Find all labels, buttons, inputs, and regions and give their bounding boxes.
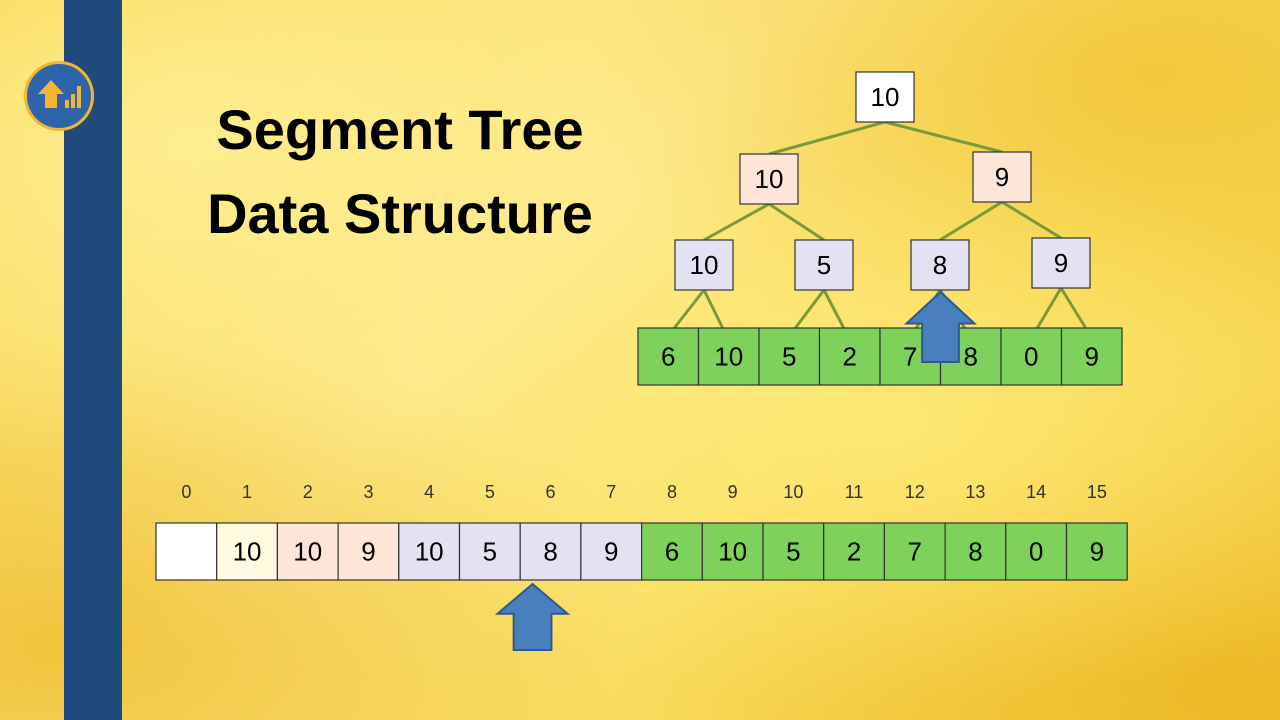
tree-leaf: [697, 327, 760, 386]
tree-leaf-label: 0: [1024, 342, 1038, 372]
tree-node-level1-label: 9: [995, 162, 1009, 192]
tree-node-level1: [739, 153, 799, 205]
tree-edge: [768, 202, 825, 242]
tree-node-level2-label: 10: [690, 250, 719, 280]
tree-leaf: [758, 327, 821, 386]
array-cell: [216, 522, 278, 581]
tree-leaf-label: 6: [661, 342, 675, 372]
tree-leaf: [818, 327, 881, 386]
arrow-up-bars-icon: [38, 80, 81, 108]
array-cell-label: 9: [604, 537, 618, 567]
tree-node-level2-label: 9: [1054, 248, 1068, 278]
tree-edge: [768, 120, 886, 156]
tree-edge: [939, 200, 1003, 242]
array-index-label: 15: [1087, 482, 1107, 502]
tree-node-level2-label: 8: [933, 250, 947, 280]
tree-leaf-label: 8: [964, 342, 978, 372]
array-cells: 10 10 9 10 5 8 9 6 10 5 2 7 8 0 9: [155, 522, 1128, 581]
tree-edge: [884, 120, 1003, 154]
tree-node-level1: [972, 151, 1032, 203]
array-cell-label: 10: [718, 537, 747, 567]
array-index-label: 12: [905, 482, 925, 502]
array-index-label: 4: [424, 482, 434, 502]
array-cell-label: 0: [1029, 537, 1043, 567]
tree-leaf: [1000, 327, 1063, 386]
array-cell: [1005, 522, 1068, 581]
tree-leaf-label: 9: [1085, 342, 1099, 372]
array-cell: [458, 522, 521, 581]
array-cell-label: 9: [361, 537, 375, 567]
array-index-label: 8: [667, 482, 677, 502]
array-cell: [823, 522, 886, 581]
tree-edge: [794, 289, 826, 329]
array-cell-label: 10: [293, 537, 322, 567]
array-index-label: 0: [181, 482, 191, 502]
array-cell: [762, 522, 825, 581]
array-cell-label: 7: [908, 537, 922, 567]
tree-edge: [703, 202, 770, 242]
tree-pointer-arrow-icon: [903, 290, 978, 363]
tree-edge: [1036, 287, 1063, 329]
title-line-2: Data Structure: [207, 182, 593, 245]
array-cell-label: 6: [665, 537, 679, 567]
array-index-label: 6: [546, 482, 556, 502]
tree-node-level2: [674, 239, 734, 291]
array-cell: [883, 522, 946, 581]
tree-leaf-label: 2: [843, 342, 857, 372]
array-index-label: 2: [303, 482, 313, 502]
array-cell-label: 5: [786, 537, 800, 567]
array-index-label: 14: [1026, 482, 1046, 502]
array-cell-label: 5: [483, 537, 497, 567]
array-index-label: 5: [485, 482, 495, 502]
array-pointer-arrow-icon: [494, 582, 571, 651]
tree-edge: [673, 289, 706, 329]
array-cell: [640, 522, 703, 581]
pointer-arrows: [494, 290, 978, 651]
logo: [24, 61, 94, 131]
tree-edge: [1059, 287, 1087, 329]
array-cell-label: 2: [847, 537, 861, 567]
array-cell: [155, 522, 218, 581]
tree-edge: [822, 289, 846, 329]
array-cell: [337, 522, 400, 581]
tree-node-level2: [794, 239, 854, 291]
array-index-label: 11: [845, 482, 864, 502]
array-cell-label: 10: [415, 537, 444, 567]
tree-node-level2-label: 5: [817, 250, 831, 280]
tree-node-level2: [910, 239, 970, 291]
tree-leaf-label: 10: [714, 342, 743, 372]
array-cell: [580, 522, 643, 581]
array-index-label: 13: [965, 482, 985, 502]
page-title: Segment Tree Data Structure: [170, 88, 630, 256]
tree-node-root-label: 10: [871, 82, 900, 112]
title-line-1: Segment Tree: [216, 98, 584, 161]
tree-leaf-label: 5: [782, 342, 796, 372]
array-index-label: 10: [783, 482, 803, 502]
array-cell: [944, 522, 1007, 581]
array-cell-label: 8: [543, 537, 557, 567]
tree-leaf-label: 7: [903, 342, 917, 372]
tree-node-level1-label: 10: [755, 164, 784, 194]
tree-leaf: [1060, 327, 1123, 386]
array-cell: [1065, 522, 1128, 581]
tree-edge: [702, 289, 725, 329]
array-cell-label: 9: [1090, 537, 1104, 567]
array-cell: [276, 522, 339, 581]
array-cell-label: 10: [233, 537, 262, 567]
tree-node-root: [855, 71, 915, 123]
array-index-label: 7: [606, 482, 616, 502]
tree-node-level2: [1031, 237, 1091, 289]
array-cell-label: 8: [968, 537, 982, 567]
array-index-label: 3: [363, 482, 373, 502]
tree-nodes: 10 10 9 10 5 8 9 6 10 5 2 7 8 0 9: [637, 71, 1123, 386]
array-index-label: 1: [242, 482, 252, 502]
tree-edge: [1001, 200, 1062, 240]
array-index-label: 9: [728, 482, 738, 502]
